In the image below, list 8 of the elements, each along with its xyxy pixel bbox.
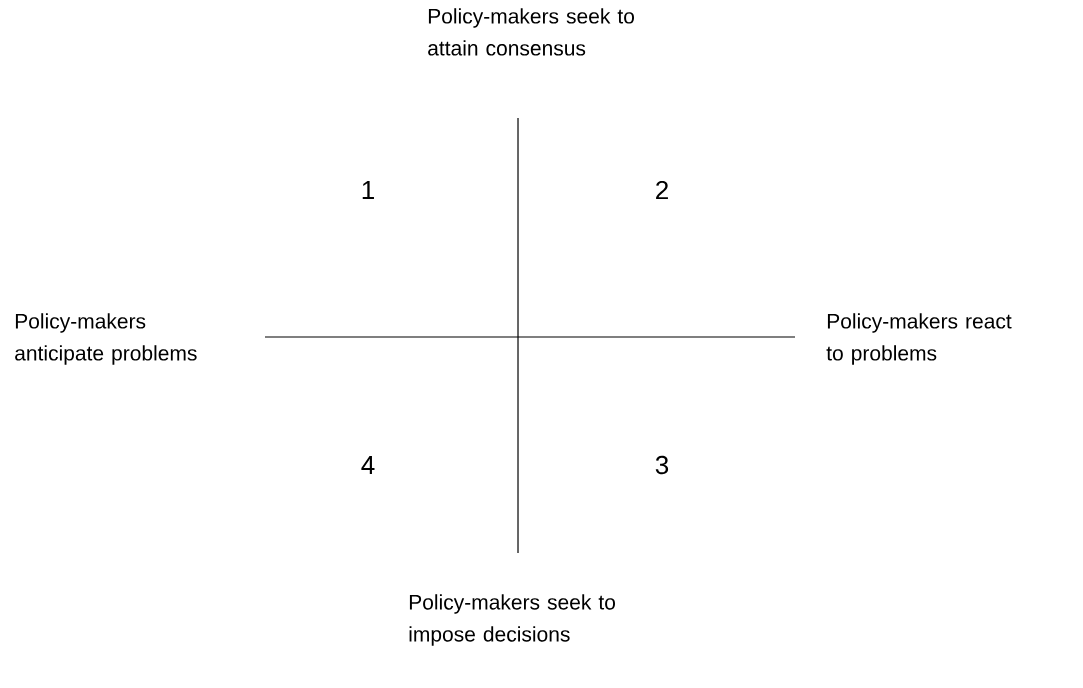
axis-label: Policy-makers seek to impose decisions: [409, 594, 615, 646]
quadrant-number: 2: [656, 180, 668, 200]
axis-label: Policy-makers anticipate problems: [15, 313, 197, 365]
quadrant-number: 3: [655, 455, 669, 475]
axis-label: Policy-makers seek to attain consensus: [428, 8, 634, 56]
quadrant-number: 1: [362, 181, 374, 199]
quadrant-number: 4: [361, 456, 375, 474]
axis-label: Policy-makers react to problems: [826, 313, 1012, 365]
